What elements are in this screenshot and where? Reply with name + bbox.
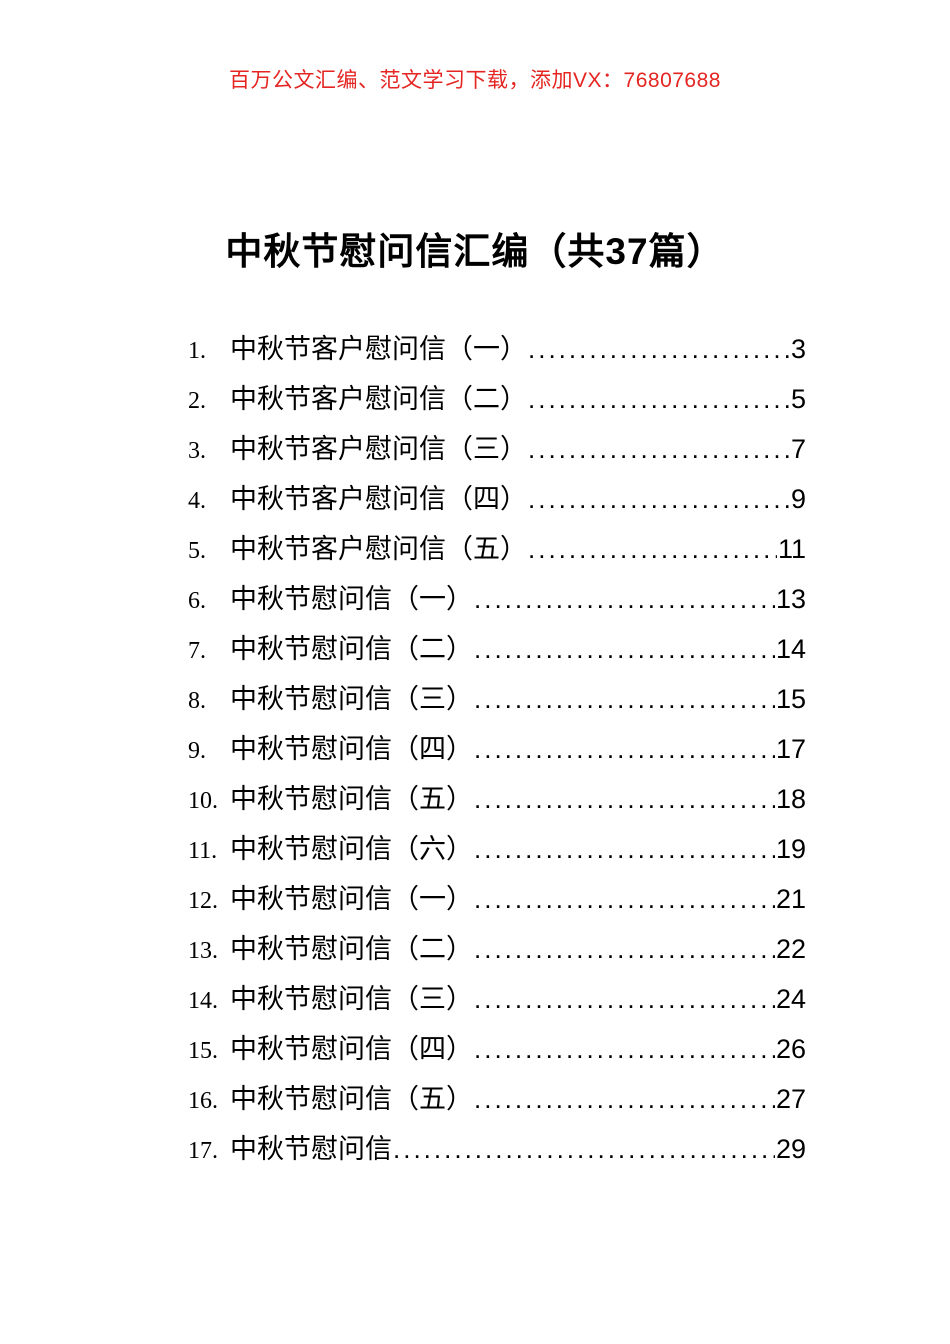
toc-entry-title: 中秋节慰问信（五）	[230, 784, 473, 814]
toc-entry-number: 4.	[188, 488, 206, 514]
toc-entry-number: 7.	[188, 638, 206, 664]
toc-entry[interactable]: 6. 中秋节慰问信（一） ...........................…	[188, 574, 806, 624]
toc-leader-dots: ........................................…	[474, 784, 775, 814]
toc-entry-page: 29	[775, 1134, 806, 1164]
toc-leader-dots: ........................................…	[474, 884, 775, 914]
toc-entry-number: 16.	[188, 1088, 218, 1114]
toc-entry[interactable]: 1. 中秋节客户慰问信（一） .........................…	[188, 324, 806, 374]
toc-leader-dots: ........................................…	[474, 934, 775, 964]
toc-entry-title: 中秋节客户慰问信（五）	[230, 534, 527, 564]
toc-entry-title: 中秋节慰问信（一）	[230, 884, 473, 914]
toc-entry[interactable]: 10. 中秋节慰问信（五） ..........................…	[188, 774, 806, 824]
toc-entry-page: 13	[775, 584, 806, 614]
toc-entry[interactable]: 2. 中秋节客户慰问信（二） .........................…	[188, 374, 806, 424]
toc-entry-number: 9.	[188, 738, 206, 764]
toc-leader-dots: ........................................…	[474, 1034, 775, 1064]
toc-entry-title: 中秋节慰问信	[230, 1134, 392, 1164]
toc-entry-number: 6.	[188, 588, 206, 614]
toc-entry[interactable]: 15. 中秋节慰问信（四） ..........................…	[188, 1024, 806, 1074]
toc-entry-title: 中秋节慰问信（五）	[230, 1084, 473, 1114]
toc-entry[interactable]: 16. 中秋节慰问信（五） ..........................…	[188, 1074, 806, 1124]
toc-entry-title: 中秋节慰问信（一）	[230, 584, 473, 614]
toc-entry[interactable]: 8. 中秋节慰问信（三） ...........................…	[188, 674, 806, 724]
toc-leader-dots: ........................................…	[474, 1084, 775, 1114]
toc-entry-title: 中秋节慰问信（二）	[230, 934, 473, 964]
toc-entry[interactable]: 11. 中秋节慰问信（六） ..........................…	[188, 824, 806, 874]
toc-entry[interactable]: 9. 中秋节慰问信（四） ...........................…	[188, 724, 806, 774]
toc-leader-dots: ........................................…	[528, 334, 790, 364]
toc-entry[interactable]: 14. 中秋节慰问信（三） ..........................…	[188, 974, 806, 1024]
table-of-contents: 1. 中秋节客户慰问信（一） .........................…	[0, 324, 950, 1174]
toc-leader-dots: ........................................…	[474, 634, 775, 664]
toc-leader-dots: ........................................…	[528, 484, 790, 514]
toc-entry-title: 中秋节客户慰问信（三）	[230, 434, 527, 464]
toc-leader-dots: ........................................…	[474, 734, 775, 764]
toc-entry-number: 8.	[188, 688, 206, 714]
toc-leader-dots: ........................................…	[528, 534, 777, 564]
toc-entry-number: 13.	[188, 938, 218, 964]
toc-entry-page: 22	[775, 934, 806, 964]
page-title: 中秋节慰问信汇编（共37篇）	[225, 231, 725, 272]
toc-leader-dots: ........................................…	[528, 384, 790, 414]
toc-entry-page: 27	[775, 1084, 806, 1114]
toc-entry-number: 1.	[188, 338, 206, 364]
toc-entry-number: 17.	[188, 1138, 218, 1164]
toc-entry-title: 中秋节慰问信（三）	[230, 984, 473, 1014]
toc-entry-page: 9	[790, 484, 806, 514]
toc-entry-page: 3	[790, 334, 806, 364]
toc-entry-number: 11.	[188, 838, 218, 864]
toc-entry-number: 5.	[188, 538, 206, 564]
toc-entry-title: 中秋节慰问信（四）	[230, 734, 473, 764]
toc-entry-page: 17	[775, 734, 806, 764]
toc-entry[interactable]: 5. 中秋节客户慰问信（五） .........................…	[188, 524, 806, 574]
toc-entry-title: 中秋节客户慰问信（四）	[230, 484, 527, 514]
toc-entry[interactable]: 3. 中秋节客户慰问信（三） .........................…	[188, 424, 806, 474]
toc-entry-number: 2.	[188, 388, 206, 414]
toc-leader-dots: ........................................…	[474, 834, 775, 864]
toc-entry-title: 中秋节慰问信（三）	[230, 684, 473, 714]
toc-leader-dots: ........................................…	[474, 984, 775, 1014]
toc-leader-dots: ........................................…	[528, 434, 790, 464]
toc-entry-title: 中秋节客户慰问信（一）	[230, 334, 527, 364]
toc-entry-page: 18	[775, 784, 806, 814]
toc-entry-title: 中秋节慰问信（四）	[230, 1034, 473, 1064]
toc-entry-number: 12.	[188, 888, 218, 914]
toc-entry-number: 15.	[188, 1038, 218, 1064]
promo-banner: 百万公文汇编、范文学习下载，添加VX：76807688	[229, 69, 721, 92]
toc-entry-page: 26	[775, 1034, 806, 1064]
toc-entry-page: 19	[775, 834, 806, 864]
toc-entry-number: 14.	[188, 988, 218, 1014]
toc-entry-page: 14	[775, 634, 806, 664]
toc-leader-dots: ........................................…	[474, 584, 775, 614]
toc-entry-page: 15	[775, 684, 806, 714]
toc-leader-dots: ........................................…	[474, 684, 775, 714]
toc-entry[interactable]: 17. 中秋节慰问信 .............................…	[188, 1124, 806, 1174]
toc-entry-title: 中秋节慰问信（二）	[230, 634, 473, 664]
toc-entry[interactable]: 4. 中秋节客户慰问信（四） .........................…	[188, 474, 806, 524]
toc-entry[interactable]: 13. 中秋节慰问信（二） ..........................…	[188, 924, 806, 974]
toc-leader-dots: ........................................…	[393, 1134, 775, 1164]
toc-entry-page: 5	[790, 384, 806, 414]
toc-entry[interactable]: 7. 中秋节慰问信（二） ...........................…	[188, 624, 806, 674]
toc-entry-title: 中秋节客户慰问信（二）	[230, 384, 527, 414]
toc-entry-number: 10.	[188, 788, 218, 814]
toc-entry-page: 11	[777, 534, 806, 564]
toc-entry-number: 3.	[188, 438, 206, 464]
toc-entry-page: 21	[775, 884, 806, 914]
toc-entry-title: 中秋节慰问信（六）	[230, 834, 473, 864]
toc-entry-page: 24	[775, 984, 806, 1014]
toc-entry-page: 7	[790, 434, 806, 464]
toc-entry[interactable]: 12. 中秋节慰问信（一） ..........................…	[188, 874, 806, 924]
